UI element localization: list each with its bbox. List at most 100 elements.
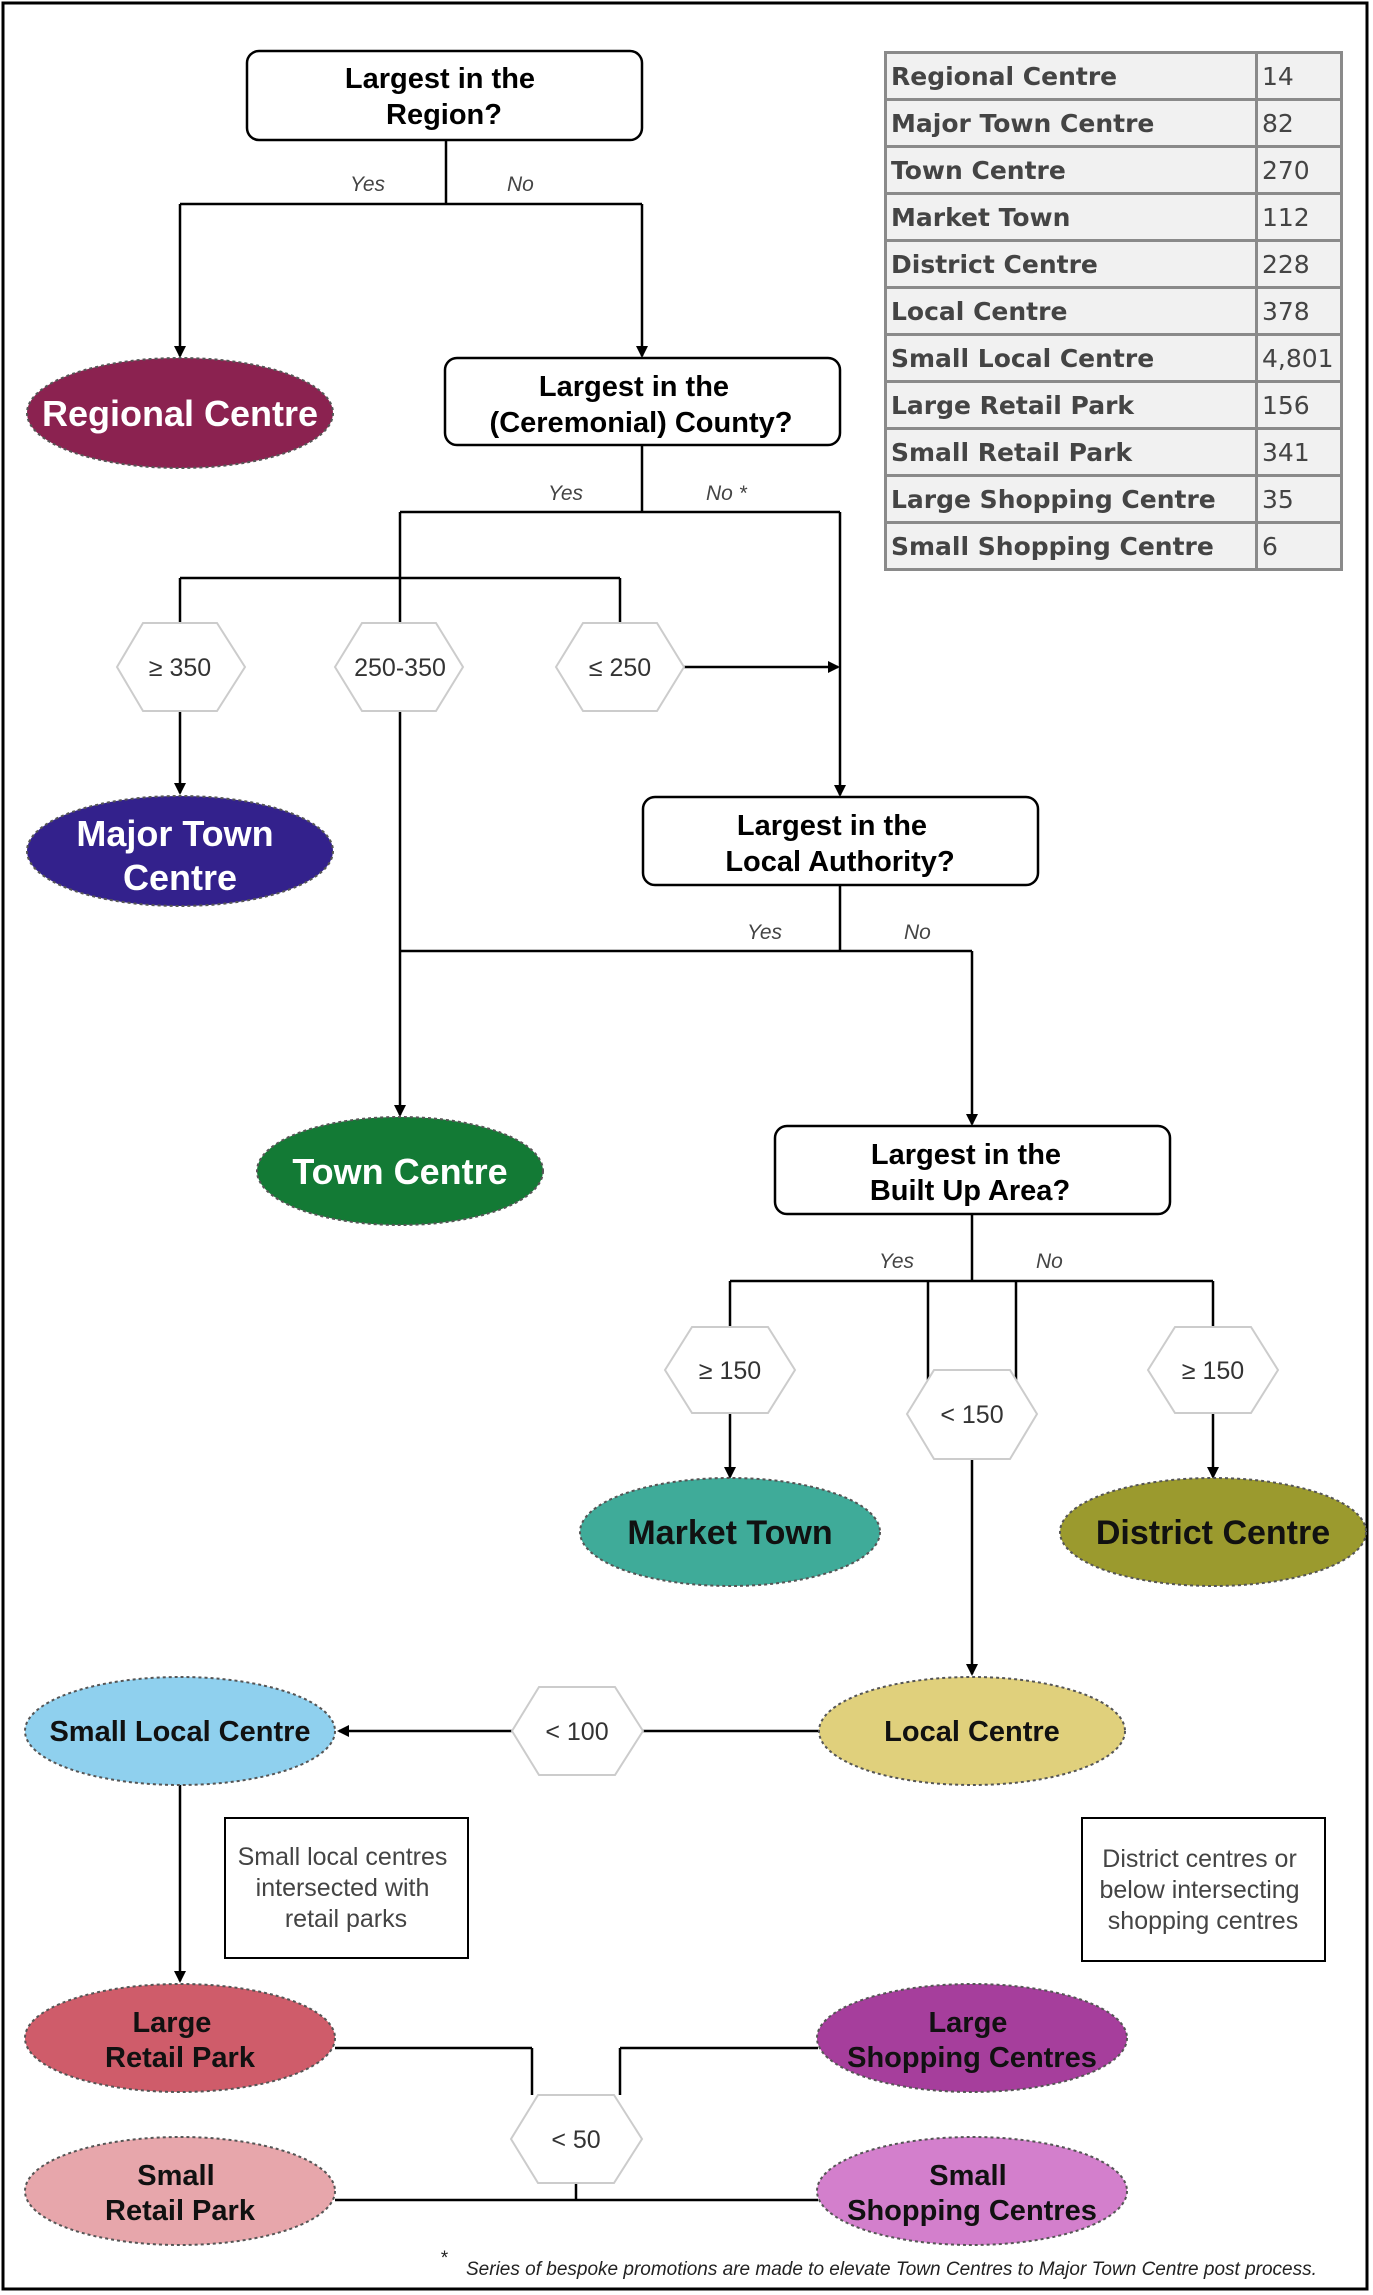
counts-table-name-cell: Large Shopping Centre: [884, 474, 1258, 524]
town-centre-shape: [256, 1116, 544, 1226]
question-county-line1: Largest in the: [539, 371, 729, 403]
outcome-market-town: Market Town: [579, 1477, 881, 1587]
note-shopping-centres-line3: shopping centres: [1108, 1907, 1298, 1935]
edge-label-no-authority: No: [904, 921, 931, 944]
svg-text:Small Shopping Centres: Small Shopping Centres: [847, 2160, 1097, 2227]
threshold-ge350-label: ≥ 350: [149, 654, 211, 682]
market-town-label: Market Town: [627, 1514, 832, 1552]
counts-table-name-cell: Local Centre: [884, 286, 1258, 336]
threshold-ge150-left-label: ≥ 150: [699, 1357, 761, 1385]
svg-text:Largest in the (Ceremoni: Largest in the (Ceremonial) County?: [490, 371, 793, 439]
outcome-large-shopping-centres: Large Shopping Centres: [816, 1983, 1128, 2093]
svg-text:District centres or belo: District centres or below intersecting s…: [1099, 1845, 1306, 1935]
svg-text:Small local centres inte: Small local centres intersected with ret…: [238, 1843, 455, 1933]
major-town-centre-label-line1: Major Town: [76, 813, 273, 854]
counts-table-value-cell: 14: [1255, 51, 1343, 101]
question-county-line2: (Ceremonial) County?: [490, 407, 793, 439]
svg-text:Small Retail Park: Small Retail Park: [105, 2160, 256, 2227]
connectors: [174, 140, 1219, 2202]
regional-centre-label: Regional Centre: [42, 393, 318, 434]
outcome-large-retail-park: Large Retail Park: [24, 1983, 336, 2093]
outcome-district-centre: District Centre: [1059, 1477, 1367, 1587]
town-centre-label: Town Centre: [292, 1151, 507, 1192]
threshold-le250: ≤ 250: [554, 622, 686, 712]
threshold-ge350: ≥ 350: [115, 622, 247, 712]
outcome-major-town-centre: Major Town Centre: [26, 795, 334, 907]
local-centre-label: Local Centre: [884, 1716, 1060, 1748]
outcome-small-local-centre: Small Local Centre: [24, 1676, 336, 1786]
counts-table-value-cell: 270: [1255, 145, 1343, 195]
note-retail-parks-line2: intersected with: [256, 1874, 430, 1902]
district-centre-label: District Centre: [1096, 1514, 1330, 1552]
counts-table-name-cell: Small Local Centre: [884, 333, 1258, 383]
svg-text:Large Shopping Centres: Large Shopping Centres: [847, 2007, 1097, 2074]
question-bua: Largest in the Built Up Area?: [773, 1124, 1172, 1216]
small-local-centre-label: Small Local Centre: [49, 1716, 310, 1748]
svg-text:Largest in the Region?: Largest in the Region?: [345, 63, 543, 131]
large-retail-park-shape: [24, 1983, 336, 2093]
large-retail-park-label-line1: Large: [132, 2007, 211, 2039]
large-retail-park-label-line2: Retail Park: [105, 2042, 256, 2074]
counts-table-name-cell: Small Retail Park: [884, 427, 1258, 477]
counts-table-value-cell: 82: [1255, 98, 1343, 148]
threshold-ge150-right-label: ≥ 150: [1182, 1357, 1244, 1385]
small-shopping-centres-label-line2: Shopping Centres: [847, 2195, 1097, 2227]
threshold-lt150: < 150: [905, 1369, 1039, 1460]
note-retail-parks: Small local centres intersected with ret…: [224, 1817, 469, 1959]
question-bua-line1: Largest in the: [871, 1139, 1061, 1171]
note-shopping-centres-line2: below intersecting: [1099, 1876, 1299, 1904]
footnote: * Series of bespoke promotions are made …: [440, 2248, 1317, 2280]
question-authority: Largest in the Local Authority?: [641, 795, 1040, 887]
threshold-250-350-label: 250-350: [354, 654, 446, 682]
counts-table-value-cell: 112: [1255, 192, 1343, 242]
counts-table-name-cell: District Centre: [884, 239, 1258, 289]
note-shopping-centres-line1: District centres or: [1102, 1845, 1296, 1873]
threshold-lt100-label: < 100: [545, 1718, 608, 1746]
question-authority-line2: Local Authority?: [725, 846, 954, 878]
question-region: Largest in the Region?: [245, 49, 644, 142]
threshold-ge150-left: ≥ 150: [663, 1326, 797, 1414]
threshold-lt100: < 100: [510, 1686, 645, 1776]
footnote-text: Series of bespoke promotions are made to…: [466, 2259, 1317, 2280]
outcomes: Regional Centre Major Town Centre Town C…: [24, 357, 1367, 2246]
note-shopping-centres: District centres or below intersecting s…: [1081, 1817, 1326, 1962]
small-retail-park-shape: [24, 2136, 336, 2246]
major-town-centre-label-line2: Centre: [123, 857, 237, 898]
threshold-250-350: 250-350: [333, 622, 465, 712]
threshold-le250-label: ≤ 250: [589, 654, 651, 682]
question-county: Largest in the (Ceremonial) County?: [443, 356, 842, 447]
question-region-line1: Largest in the: [345, 63, 535, 95]
market-town-shape: [579, 1477, 881, 1587]
counts-table-value-cell: 6: [1255, 521, 1343, 571]
svg-text:Largest in the Built Up: Largest in the Built Up Area?: [870, 1139, 1070, 1207]
large-shopping-centres-label-line1: Large: [928, 2007, 1007, 2039]
edge-label-no-county: No *: [706, 482, 748, 505]
note-retail-parks-line1: Small local centres: [238, 1843, 448, 1871]
small-retail-park-label-line1: Small: [137, 2160, 214, 2192]
thresholds: ≥ 350 250-350 ≤ 250 ≥ 150 < 150 ≥ 150 < …: [115, 622, 1280, 2184]
small-local-centre-shape: [24, 1676, 336, 1786]
counts-table-name-cell: Large Retail Park: [884, 380, 1258, 430]
edge-label-yes-county: Yes: [548, 482, 584, 505]
edge-label-yes-authority: Yes: [747, 921, 783, 944]
local-centre-shape: [818, 1676, 1126, 1786]
outcome-town-centre: Town Centre: [256, 1116, 544, 1226]
district-centre-shape: [1059, 1477, 1367, 1587]
counts-table-name-cell: Town Centre: [884, 145, 1258, 195]
svg-text:Major Town Centre: Major Town Centre: [76, 813, 283, 898]
counts-table-name-cell: Market Town: [884, 192, 1258, 242]
counts-table-value-cell: 228: [1255, 239, 1343, 289]
question-bua-line2: Built Up Area?: [870, 1175, 1070, 1207]
counts-table-value-cell: 4,801: [1255, 333, 1343, 383]
